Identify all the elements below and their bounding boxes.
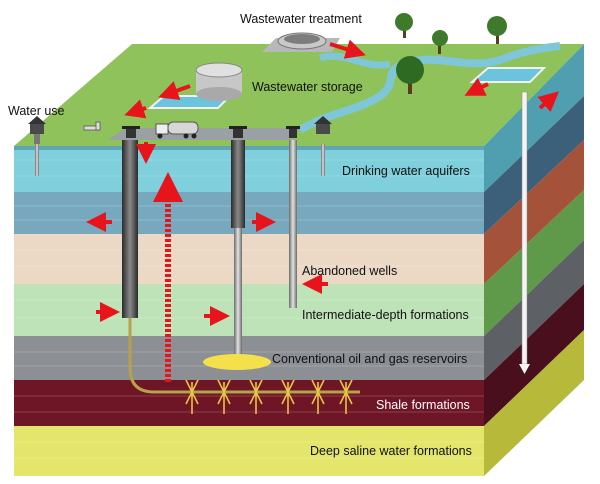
surface-edge	[14, 146, 484, 150]
side-face-layers	[484, 44, 584, 476]
side-aquifer	[484, 44, 584, 192]
fractures	[185, 379, 353, 414]
river-branch	[318, 52, 391, 69]
side-well	[521, 91, 528, 365]
layer-shale	[14, 380, 484, 426]
treatment-tank-top	[284, 34, 320, 44]
layer-blue	[14, 192, 484, 234]
abandoned-deep-well	[289, 140, 297, 308]
side-saline	[484, 330, 584, 476]
fracking-well-horizontal	[128, 318, 360, 394]
label-water-use: Water use	[8, 104, 65, 118]
side-green	[484, 190, 584, 336]
arrow-pond-to-site	[124, 99, 147, 119]
label-wastewater-treatment: Wastewater treatment	[240, 12, 362, 26]
flow-arrows	[86, 39, 560, 326]
label-conventional-reservoirs: Conventional oil and gas reservoirs	[272, 352, 468, 366]
drill-pad	[108, 128, 300, 140]
abandoned-shallow-well	[321, 144, 325, 176]
layer-aquifer	[14, 146, 484, 192]
surface-ground	[14, 44, 584, 146]
arrow-side-well-up	[537, 91, 560, 113]
layer-saline	[14, 426, 484, 476]
wellhead-icon	[286, 126, 300, 138]
fracking-well-casing	[122, 140, 138, 318]
gas-reservoir	[203, 354, 271, 370]
truck-wheel	[183, 133, 189, 139]
side-well-tip	[519, 364, 530, 374]
label-abandoned-wells: Abandoned wells	[302, 264, 398, 278]
label-shale-formations: Shale formations	[376, 398, 470, 412]
side-blue	[484, 96, 584, 234]
arrow-treatment-to-river	[329, 39, 366, 59]
water-use-faucet-icon	[83, 121, 101, 131]
layer-green	[14, 284, 484, 336]
treatment-pond	[469, 67, 547, 83]
label-wastewater-storage: Wastewater storage	[252, 80, 363, 94]
tree-icon	[432, 30, 448, 54]
conventional-well-casing	[231, 140, 245, 228]
truck-cab	[155, 123, 169, 135]
arrow-river-flow	[464, 77, 489, 96]
arrow-storage-to-pond	[158, 81, 191, 101]
side-beige	[484, 140, 584, 284]
truck-tank	[167, 121, 199, 135]
water-use-well	[35, 144, 39, 176]
side-shale	[484, 284, 584, 426]
storage-tank-bottom	[196, 87, 242, 101]
label-intermediate-depth-formations: Intermediate-depth formations	[302, 308, 469, 322]
truck-wheel	[157, 133, 163, 139]
tree-icon	[487, 16, 507, 44]
layer-beige	[14, 234, 484, 284]
label-drinking-water-aquifers: Drinking water aquifers	[342, 164, 470, 178]
wellhead-icon	[122, 126, 140, 138]
side-gray	[484, 240, 584, 380]
storage-tank-top	[195, 62, 243, 78]
wells	[35, 91, 530, 414]
abandoned-well-house-icon	[314, 116, 332, 134]
conventional-well-lower	[234, 228, 242, 360]
wellhead-icon	[229, 126, 247, 138]
tree-icon	[396, 56, 424, 94]
tree-icon	[395, 13, 413, 38]
truck-wheel	[191, 133, 197, 139]
water-use-well-icon	[28, 116, 46, 144]
label-deep-saline: Deep saline water formations	[310, 444, 472, 458]
